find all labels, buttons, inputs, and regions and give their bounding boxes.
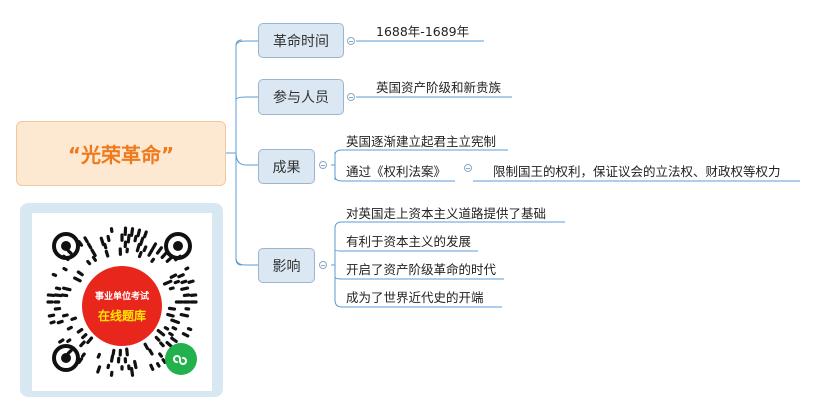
leaf-time-1: 1688年-1689年 [376, 24, 470, 39]
branch-impact-label: 影响 [272, 258, 301, 275]
connector-b3-leaf1 [334, 149, 508, 156]
connector-b4-trunk [331, 228, 336, 302]
collapse-impact-icon[interactable] [319, 261, 327, 269]
leaf-participants-1: 英国资产阶级和新贵族 [376, 80, 502, 95]
leaf-impact-4: 成为了世界近代史的开端 [346, 290, 484, 305]
qr-code[interactable]: 事业单位考试 在线题库 [32, 213, 212, 391]
connector-b4-leaf3 [334, 276, 504, 280]
root-topic[interactable]: “光荣革命” [16, 121, 226, 186]
collapse-results-icon[interactable] [319, 161, 327, 169]
qr-pattern [46, 226, 198, 377]
branch-time-label: 革命时间 [273, 33, 329, 50]
branch-participants[interactable]: 参与人员 [258, 79, 344, 115]
branch-impact[interactable]: 影响 [258, 248, 315, 283]
collapse-bill-icon[interactable] [464, 164, 472, 172]
connector-b4-leaf4 [334, 299, 502, 308]
connector-b3-leaf2 [334, 175, 455, 182]
connector-b2 [235, 96, 258, 153]
badge-main-text: 在线题库 [97, 308, 146, 323]
collapse-time-icon[interactable] [347, 37, 355, 45]
branch-time[interactable]: 革命时间 [258, 23, 344, 58]
connector-b1 [235, 40, 258, 47]
branch-results[interactable]: 成果 [258, 149, 315, 184]
connector-b4-leaf2 [334, 247, 478, 252]
badge-top-text: 事业单位考试 [94, 291, 149, 302]
branch-results-label: 成果 [272, 159, 301, 176]
leaf-impact-3: 开启了资产阶级革命的时代 [346, 262, 497, 277]
connector-b4-leaf1 [334, 221, 565, 229]
connector-b3 [235, 152, 258, 166]
connector-trunk [235, 39, 243, 266]
leaf-results-2: 通过《权利法案》 [346, 164, 447, 179]
leaf-results-1: 英国逐渐建立起君主立宪制 [346, 134, 497, 149]
mini-program-icon [165, 343, 197, 375]
connector-b4 [235, 153, 258, 266]
branch-participants-label: 参与人员 [273, 90, 329, 106]
leaf-impact-2: 有利于资本主义的发展 [346, 234, 472, 249]
leaf-impact-1: 对英国走上资本主义道路提供了基础 [346, 206, 547, 221]
qr-card: 事业单位考试 在线题库 [20, 203, 223, 397]
collapse-participants-icon[interactable] [347, 93, 355, 101]
connector-b3-trunk [331, 152, 336, 180]
leaf-results-sub: 限制国王的权利，保证议会的立法权、财政权等权力 [493, 164, 781, 179]
qr-center-badge: 事业单位考试 在线题库 [82, 266, 162, 346]
